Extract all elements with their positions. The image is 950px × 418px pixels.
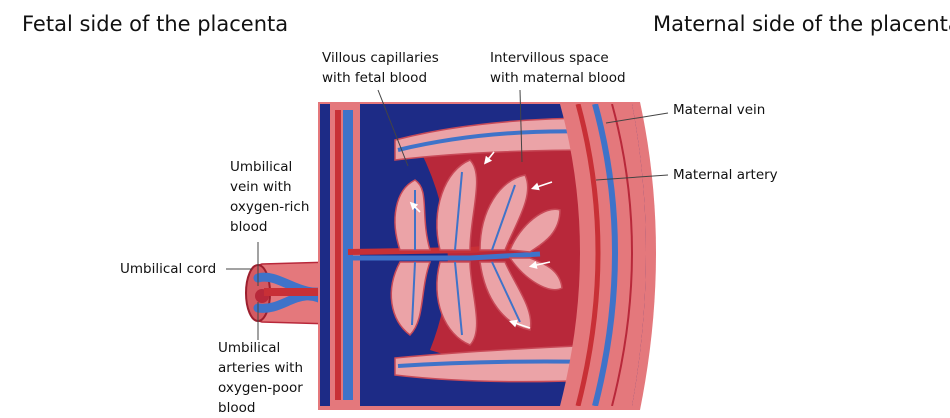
maternal-artery-label: Maternal artery (673, 165, 778, 185)
umbilical-cord-label: Umbilical cord (120, 259, 216, 279)
umbilical-vein-label: Umbilical vein with oxygen-rich blood (230, 157, 309, 237)
umbilical-arteries-label: Umbilical arteries with oxygen-poor bloo… (218, 338, 303, 418)
villous-capillaries-label: Villous capillaries with fetal blood (322, 48, 439, 88)
maternal-vein-label: Maternal vein (673, 100, 765, 120)
intervillous-space-label: Intervillous space with maternal blood (490, 48, 626, 88)
placenta-body (318, 102, 660, 410)
